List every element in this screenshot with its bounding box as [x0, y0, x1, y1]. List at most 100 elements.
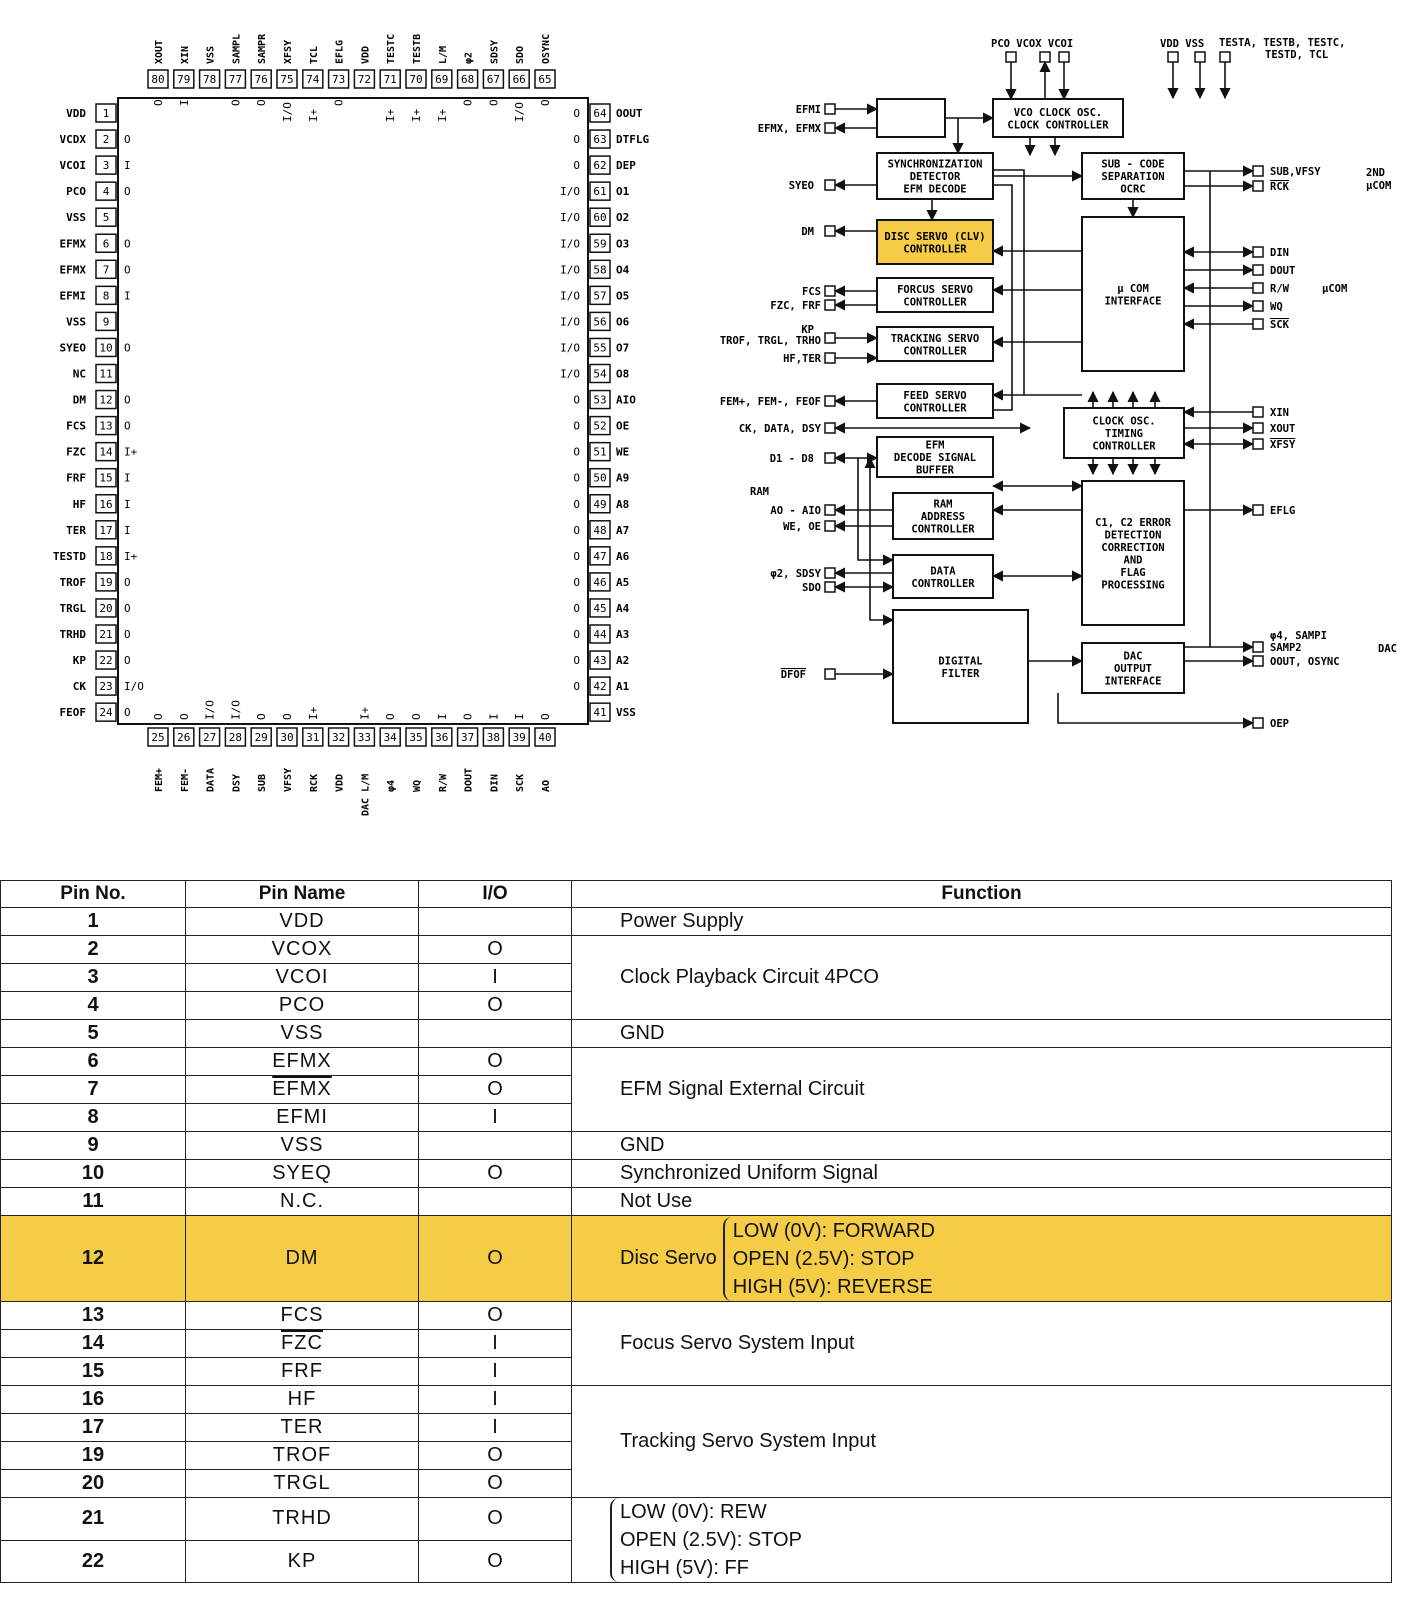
pin-io: O — [124, 420, 131, 433]
pin-number: 42 — [593, 680, 606, 693]
pin-io: I/O — [560, 185, 580, 198]
pin-number: 65 — [538, 73, 551, 86]
pin-label: O2 — [616, 211, 629, 224]
pin-box — [327, 69, 350, 89]
pin-box — [456, 727, 479, 747]
pin-number: 66 — [513, 73, 526, 86]
pin-no: 10 — [0, 1159, 186, 1188]
label-oout: OOUT, OSYNC — [1270, 656, 1340, 668]
pin-label: SYEO — [60, 341, 87, 354]
pin-io: O — [229, 99, 242, 106]
pin-io: O — [333, 99, 346, 106]
pin-box — [405, 69, 427, 89]
pin-box — [95, 389, 117, 410]
pin-io: O — [573, 107, 580, 120]
table-row: 10 SYEQ O Synchronized Uniform Signal — [0, 1159, 1392, 1188]
label-dac: DAC — [1378, 643, 1397, 655]
pin-box — [95, 702, 117, 722]
pin-label: DM — [73, 394, 87, 407]
block-data-text: DATA — [930, 565, 956, 577]
label-oep: OEP — [1270, 718, 1289, 730]
pin-box — [198, 69, 221, 89]
block-ram-text: ADDRESS — [921, 511, 965, 523]
pin-box — [276, 69, 298, 89]
pin-io: O — [124, 237, 131, 250]
label-n2nd: 2ND — [1366, 167, 1385, 179]
pin-io: I/O — [560, 289, 580, 302]
pin-number: 2 — [103, 133, 110, 146]
pin-io — [418, 1019, 572, 1048]
pin-name: TRHD — [185, 1497, 419, 1541]
pin-number: 74 — [306, 73, 320, 86]
label-dout: DOUT — [1270, 265, 1295, 277]
pin-number: 5 — [103, 211, 110, 224]
block-efmbuf-text: EFM — [926, 440, 945, 452]
pin-number: 13 — [99, 420, 112, 433]
pin-no: 17 — [0, 1413, 186, 1442]
pin-number: 64 — [593, 107, 607, 120]
pin-label: A7 — [616, 524, 629, 537]
pin-number: 7 — [103, 263, 110, 276]
port-square — [824, 225, 836, 237]
pin-box — [589, 598, 611, 618]
pin-io: I — [418, 1385, 572, 1414]
block-c1c2-text: C1, C2 ERROR — [1095, 517, 1172, 529]
pin-box — [250, 69, 272, 89]
pin-io: I/O — [560, 263, 580, 276]
pin-number: 27 — [203, 731, 216, 744]
port-square — [1058, 51, 1070, 63]
port-square — [824, 452, 836, 464]
pin-number: 33 — [358, 731, 371, 744]
pin-io: O — [418, 1497, 572, 1541]
pin-io: O — [573, 133, 580, 146]
kp-states: LOW (0V): REW OPEN (2.5V): STOP HIGH (5V… — [610, 1498, 802, 1582]
pin-io: I+ — [307, 706, 320, 720]
pin-label: OE — [616, 420, 629, 433]
pin-io: O — [418, 1215, 572, 1302]
pin-number: 75 — [280, 73, 293, 86]
pin-number: 17 — [99, 524, 112, 537]
pin-label: FRF — [66, 472, 86, 485]
table-row: 1 VDD Power Supply — [0, 907, 1392, 936]
pin-label: TESTD — [53, 550, 86, 563]
port-square — [824, 581, 836, 593]
pin-io: I+ — [384, 108, 397, 122]
pin-box — [173, 727, 195, 747]
pin-box — [456, 69, 479, 89]
port-square — [1252, 438, 1264, 450]
pin-io: I/O — [560, 341, 580, 354]
block-c1c2-text: AND — [1124, 554, 1143, 566]
pin-no: 3 — [0, 963, 186, 992]
pin-io: O — [573, 680, 580, 693]
label-tests2: TESTD, TCL — [1265, 49, 1328, 61]
pin-box — [589, 155, 611, 175]
pin-name: EFMX — [185, 1075, 419, 1104]
label-rw: R/W — [1270, 283, 1290, 295]
label-tests: TESTA, TESTB, TESTC, — [1219, 37, 1345, 49]
pin-box — [589, 363, 611, 384]
block-disc-text: CONTROLLER — [903, 243, 967, 255]
pin-name: VSS — [185, 1019, 419, 1048]
disc-open-state: OPEN (2.5V): STOP — [732, 1247, 915, 1270]
pin-number: 72 — [358, 73, 371, 86]
table-row: 13 FCS O Focus Servo System Input — [0, 1301, 1392, 1386]
pin-io: O — [418, 1047, 572, 1076]
label-syeo: SYEO — [789, 180, 814, 192]
pin-label: A2 — [616, 654, 629, 667]
pin-box — [405, 727, 427, 747]
label-subvfsy: SUB,VFSY — [1270, 166, 1321, 178]
pin-box — [508, 69, 530, 89]
pin-number: 23 — [99, 680, 112, 693]
signal-wire — [864, 456, 895, 626]
pin-box — [95, 598, 117, 618]
pin-number: 1 — [103, 107, 110, 120]
port-square — [1252, 422, 1264, 434]
block-efmbuf-text: DECODE SIGNAL — [894, 452, 976, 464]
label-xin: XIN — [1270, 407, 1289, 419]
pin-function: GND — [571, 1019, 1392, 1048]
table-row: 21 TRHD O LOW (0V): REW OPEN (2.5V): STO… — [0, 1497, 1392, 1583]
pin-io: O — [124, 133, 131, 146]
pin-number: 52 — [593, 420, 606, 433]
pin-label: SCK — [515, 774, 526, 792]
pin-io: I+ — [436, 108, 449, 122]
